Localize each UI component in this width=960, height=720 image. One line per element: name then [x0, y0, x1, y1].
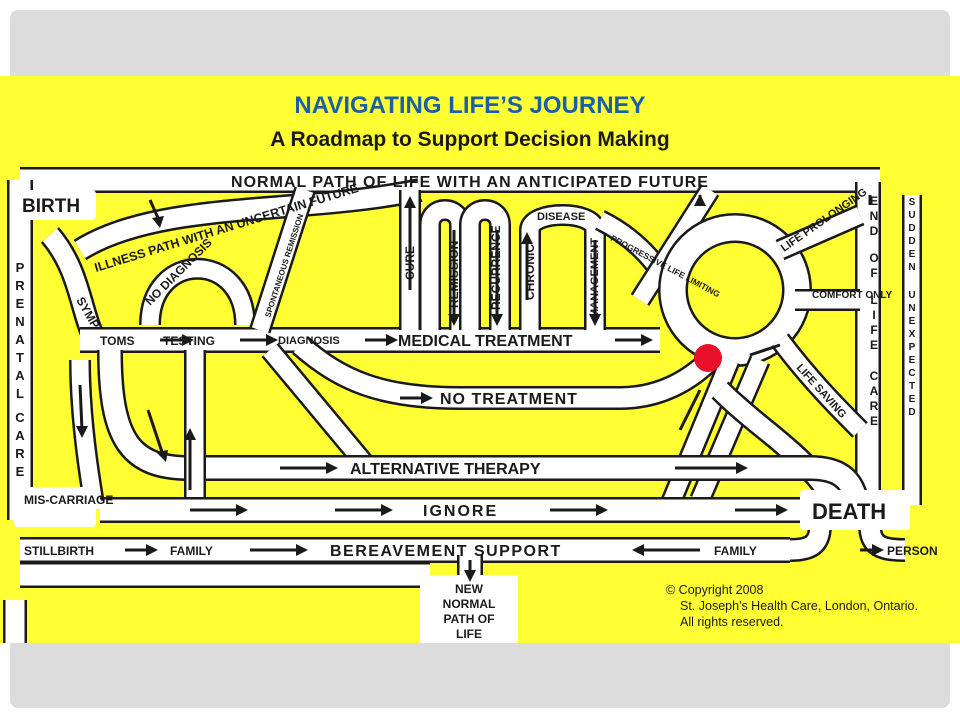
label-death: DEATH	[812, 499, 886, 524]
arrows	[76, 194, 884, 582]
label-disease: DISEASE	[537, 211, 585, 223]
label-chronic: CHRONIC	[523, 244, 537, 300]
svg-text:A: A	[15, 332, 25, 347]
svg-text:E: E	[909, 249, 916, 260]
label-remission: REMISSION	[447, 241, 461, 308]
label-medical-treatment: MEDICAL TREATMENT	[398, 333, 573, 350]
svg-text:N: N	[15, 314, 24, 329]
label-birth: BIRTH	[22, 196, 80, 217]
svg-text:U: U	[908, 290, 915, 301]
svg-text:D: D	[908, 407, 915, 418]
svg-text:A: A	[15, 428, 25, 443]
svg-text:N: N	[870, 209, 879, 223]
label-alternative-therapy: ALTERNATIVE THERAPY	[350, 461, 541, 478]
label-no-treatment: NO TREATMENT	[440, 391, 578, 408]
label-miscarriage: MIS-CARRIAGE	[24, 493, 113, 507]
svg-text:S: S	[909, 197, 916, 208]
svg-text:T: T	[909, 381, 915, 392]
label-cure: CURE	[403, 246, 417, 280]
svg-text:E: E	[909, 316, 916, 327]
label-normal-path: NORMAL PATH OF LIFE WITH AN ANTICIPATED …	[231, 174, 709, 191]
svg-text:F: F	[870, 266, 877, 280]
label-recurrence: RECURRENCE	[489, 225, 503, 310]
label-family-left: FAMILY	[170, 544, 213, 558]
svg-text:P: P	[909, 342, 916, 353]
svg-text:E: E	[870, 194, 878, 208]
svg-text:C: C	[15, 410, 25, 425]
label-bereavement-support: BEREAVEMENT SUPPORT	[330, 543, 562, 560]
roads	[3, 167, 922, 643]
svg-text:N: N	[908, 303, 915, 314]
label-ignore: IGNORE	[423, 503, 498, 520]
svg-text:E: E	[870, 414, 878, 428]
svg-text:U: U	[908, 210, 915, 221]
svg-text:A: A	[870, 384, 879, 398]
svg-text:P: P	[16, 260, 25, 275]
copyright-line-2: St. Joseph's Health Care, London, Ontari…	[680, 599, 918, 613]
svg-text:LIFE: LIFE	[456, 627, 482, 641]
svg-text:C: C	[870, 369, 879, 383]
svg-text:E: E	[870, 338, 878, 352]
copyright-line-3: All rights reserved.	[680, 615, 784, 629]
svg-text:A: A	[15, 368, 25, 383]
birth-pad	[16, 190, 96, 220]
title-sub: A Roadmap to Support Decision Making	[270, 128, 669, 151]
svg-text:X: X	[909, 329, 916, 340]
svg-text:D: D	[908, 223, 915, 234]
svg-text:L: L	[16, 386, 24, 401]
you-are-here-marker	[694, 344, 722, 372]
svg-text:T: T	[16, 350, 24, 365]
label-diagnosis: DIAGNOSIS	[278, 335, 340, 347]
svg-text:F: F	[870, 323, 877, 337]
copyright-line-1: © Copyright 2008	[666, 583, 764, 597]
label-family-right: FAMILY	[714, 544, 757, 558]
svg-text:N: N	[908, 262, 915, 273]
svg-text:C: C	[908, 368, 915, 379]
svg-text:D: D	[870, 224, 879, 238]
title-main: NAVIGATING LIFE’S JOURNEY	[294, 92, 645, 119]
svg-text:E: E	[909, 355, 916, 366]
svg-text:E: E	[16, 464, 25, 479]
new-normal-pad	[420, 575, 518, 643]
svg-text:NEW: NEW	[455, 582, 484, 596]
label-comfort-only: COMFORT ONLY	[812, 290, 893, 301]
svg-text:L: L	[870, 293, 877, 307]
label-person: PERSON	[887, 544, 938, 558]
svg-text:I: I	[872, 308, 875, 322]
label-toms: TOMS	[100, 334, 134, 348]
svg-text:O: O	[869, 251, 878, 265]
death-pad	[800, 490, 910, 530]
label-stillbirth: STILLBIRTH	[24, 544, 94, 558]
label-management: MANAGEMENT	[589, 238, 601, 318]
svg-text:R: R	[15, 446, 25, 461]
label-testing: TESTING	[163, 334, 215, 348]
svg-text:R: R	[870, 399, 879, 413]
svg-text:E: E	[16, 296, 25, 311]
miscarriage-pad	[14, 487, 96, 527]
svg-text:D: D	[908, 236, 915, 247]
svg-text:R: R	[15, 278, 25, 293]
label-new-normal: NEW NORMAL PATH OF LIFE	[443, 582, 496, 641]
svg-text:PATH OF: PATH OF	[444, 612, 495, 626]
svg-text:E: E	[909, 394, 916, 405]
svg-text:NORMAL: NORMAL	[443, 597, 496, 611]
